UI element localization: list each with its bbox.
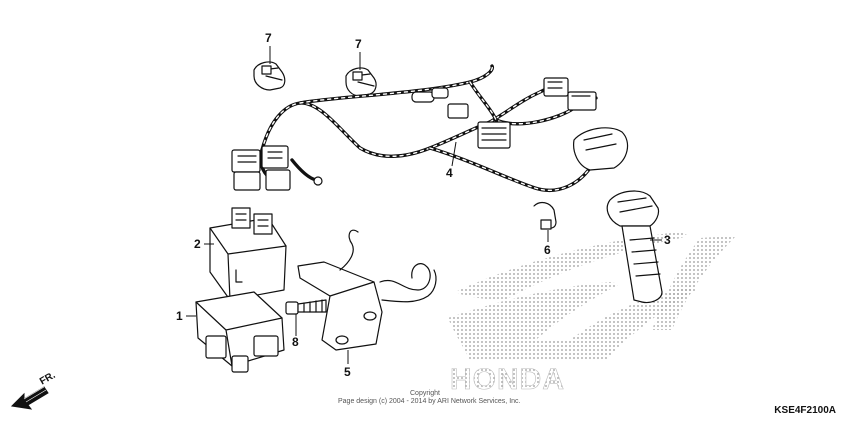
copyright-line-2: Page design (c) 2004 - 2014 by ARI Netwo… (338, 398, 521, 405)
module-cover-1[interactable] (195, 291, 285, 373)
honda-wing-watermark (448, 232, 736, 360)
wire-clamp-7b[interactable] (345, 67, 377, 97)
callout-7a[interactable]: 7 (265, 31, 272, 45)
bolt-8[interactable] (285, 299, 327, 315)
front-direction-arrow-icon (10, 386, 49, 410)
wire-clamp-6[interactable] (533, 201, 557, 230)
diagram-code: KSE4F2100A (774, 405, 836, 416)
copyright-line-1: Copyright (410, 390, 440, 397)
callout-8[interactable]: 8 (292, 335, 299, 349)
callout-7b[interactable]: 7 (355, 37, 362, 51)
leader-lines (186, 46, 662, 364)
callout-3[interactable]: 3 (664, 233, 671, 247)
ignition-coil-3[interactable] (606, 190, 663, 304)
wire-harness-4[interactable] (231, 64, 629, 193)
callout-5[interactable]: 5 (344, 365, 351, 379)
callout-1[interactable]: 1 (176, 309, 183, 323)
ignition-module-2[interactable] (209, 207, 287, 301)
callout-6[interactable]: 6 (544, 243, 551, 257)
callout-2[interactable]: 2 (194, 237, 201, 251)
wire-clamp-7a[interactable] (253, 61, 286, 91)
callout-numbers: 7 7 4 2 1 6 3 8 5 (176, 31, 671, 379)
honda-watermark-text: HONDA (450, 363, 565, 396)
callout-4[interactable]: 4 (446, 166, 453, 180)
mounting-bracket-5[interactable] (297, 229, 437, 351)
